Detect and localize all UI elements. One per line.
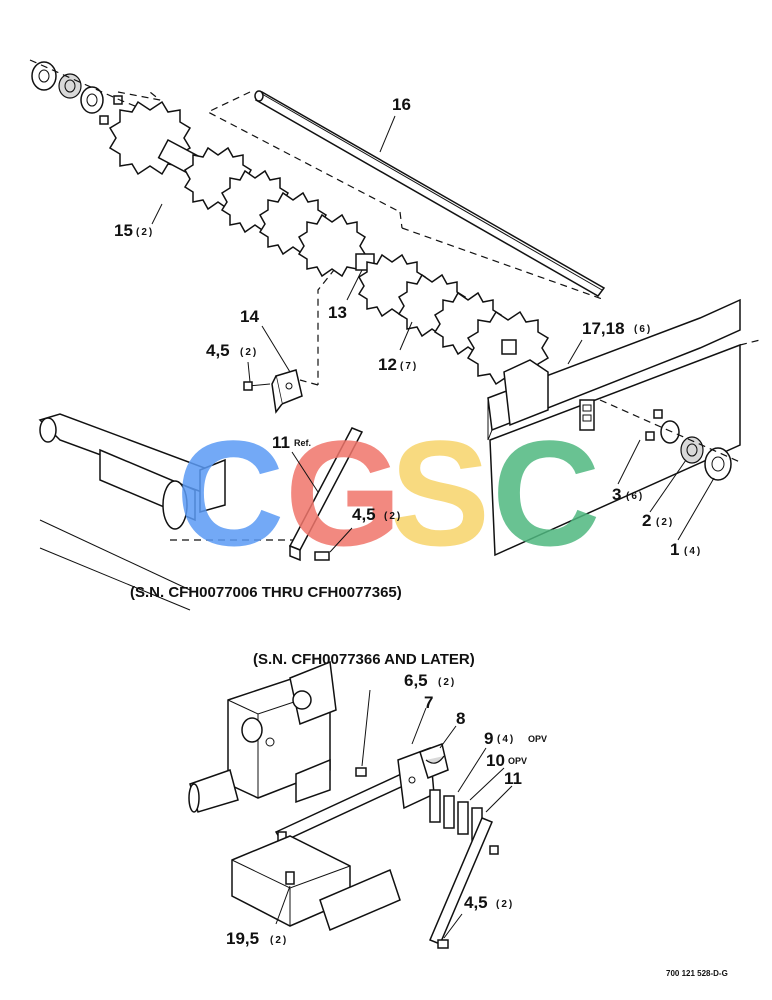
callout-quantity: (2) bbox=[384, 511, 402, 522]
callout-number: 17,18 bbox=[582, 319, 625, 338]
shim-stack-9-10 bbox=[429, 789, 483, 841]
strap-part-11 bbox=[429, 817, 499, 949]
callout-quantity: (4) bbox=[684, 546, 702, 557]
callout-quantity: (6) bbox=[634, 324, 652, 335]
bearing-set-left bbox=[29, 59, 171, 125]
frame-lower bbox=[231, 835, 401, 932]
callout-number: 12 bbox=[378, 355, 397, 374]
callout-quantity: (6) bbox=[626, 491, 644, 502]
frame-right bbox=[487, 298, 761, 557]
gearbox bbox=[188, 660, 337, 813]
callout-number: 3 bbox=[612, 485, 621, 504]
callout-number: 7 bbox=[424, 693, 433, 712]
callout-quantity: (2) bbox=[270, 935, 288, 946]
callout-quantity: (2) bbox=[438, 677, 456, 688]
callout-number: 4,5 bbox=[206, 341, 230, 360]
watermark: C G S C bbox=[176, 409, 600, 577]
sprocket-group-12 bbox=[355, 253, 550, 386]
callout-note: Ref. bbox=[294, 438, 311, 448]
sprocket-group-15 bbox=[108, 91, 367, 278]
callout-number: 14 bbox=[240, 307, 259, 326]
callout-number: 13 bbox=[328, 303, 347, 322]
bearing-set-right bbox=[599, 399, 741, 481]
drawing-code: 700 121 528-D-G bbox=[666, 969, 728, 978]
callout-quantity: (4) bbox=[497, 734, 515, 745]
callout-quantity: (2) bbox=[656, 517, 674, 528]
serial-range-heading-lower: (S.N. CFH0077366 AND LATER) bbox=[253, 651, 475, 668]
callout-labels: 16 15 (2) 14 13 12 (7) 17,18 (6) 4,5 (2)… bbox=[114, 95, 702, 948]
callout-note: OPV bbox=[528, 734, 547, 744]
leader-lines bbox=[151, 115, 715, 939]
watermark-letter: C bbox=[176, 409, 284, 577]
watermark-letter: S bbox=[390, 409, 490, 577]
callout-number: 15 bbox=[114, 221, 133, 240]
shaft-part-16 bbox=[254, 90, 606, 297]
serial-range-heading-upper: (S.N. CFH0077006 THRU CFH0077365) bbox=[130, 584, 402, 601]
strap-part-11-ref bbox=[288, 427, 364, 562]
callout-note: OPV bbox=[508, 756, 527, 766]
callout-number: 11 bbox=[272, 433, 290, 452]
bushing-part-8 bbox=[419, 743, 449, 779]
watermark-letter: C bbox=[492, 409, 600, 577]
frame-left-upper bbox=[38, 413, 300, 611]
callout-number: 2 bbox=[642, 511, 651, 530]
callout-quantity: (2) bbox=[496, 899, 514, 910]
bracket-part-14 bbox=[243, 369, 303, 414]
callout-quantity: (7) bbox=[400, 361, 418, 372]
callout-number: 4,5 bbox=[464, 893, 488, 912]
callout-number: 6,5 bbox=[404, 671, 428, 690]
callout-number: 9 bbox=[484, 729, 493, 748]
callout-number: 4,5 bbox=[352, 505, 376, 524]
callout-number: 10 bbox=[486, 751, 505, 770]
callout-quantity: (2) bbox=[240, 347, 258, 358]
callout-number: 1 bbox=[670, 540, 679, 559]
callout-quantity: (2) bbox=[136, 227, 154, 238]
callout-number: 16 bbox=[392, 95, 411, 114]
callout-number: 8 bbox=[456, 709, 465, 728]
callout-number: 11 bbox=[504, 769, 522, 788]
watermark-letter: G bbox=[285, 409, 402, 577]
callout-number: 19,5 bbox=[226, 929, 259, 948]
